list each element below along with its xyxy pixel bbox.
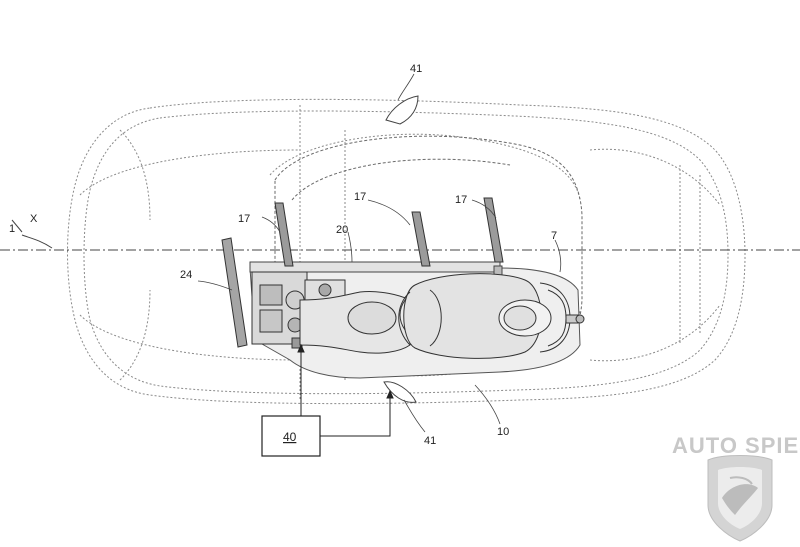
ref-24: 24 (180, 269, 192, 281)
ref-10: 10 (497, 426, 509, 438)
rider-cell (398, 273, 571, 359)
powertrain-assembly (251, 271, 411, 354)
ref-17-left: 17 (238, 213, 250, 225)
support-bar-left (274, 202, 294, 267)
ref-41-bottom: 41 (424, 435, 436, 447)
watermark-text: AUTO SPIES (672, 433, 800, 458)
front-steering-stub (565, 314, 585, 324)
control-wiring (297, 343, 394, 437)
axis-x-reference-number: 1 (9, 223, 15, 235)
control-unit-box (261, 415, 321, 457)
ref-20: 20 (336, 224, 348, 236)
rear-plate-24 (221, 237, 248, 348)
leader-lines (197, 73, 562, 433)
side-mirror-bottom (383, 381, 417, 403)
support-bar-right (483, 197, 504, 263)
ref-7: 7 (551, 230, 557, 242)
support-bar-middle (411, 211, 431, 267)
axis-x-label: X (30, 213, 38, 225)
ref-17-right: 17 (455, 194, 467, 206)
ref-41-top: 41 (410, 63, 422, 75)
side-mirror-top (385, 95, 419, 125)
control-unit-label: 40 (283, 430, 297, 444)
ref-17-middle: 17 (354, 191, 366, 203)
watermark-logo (707, 455, 773, 542)
center-axis-x (0, 219, 800, 251)
